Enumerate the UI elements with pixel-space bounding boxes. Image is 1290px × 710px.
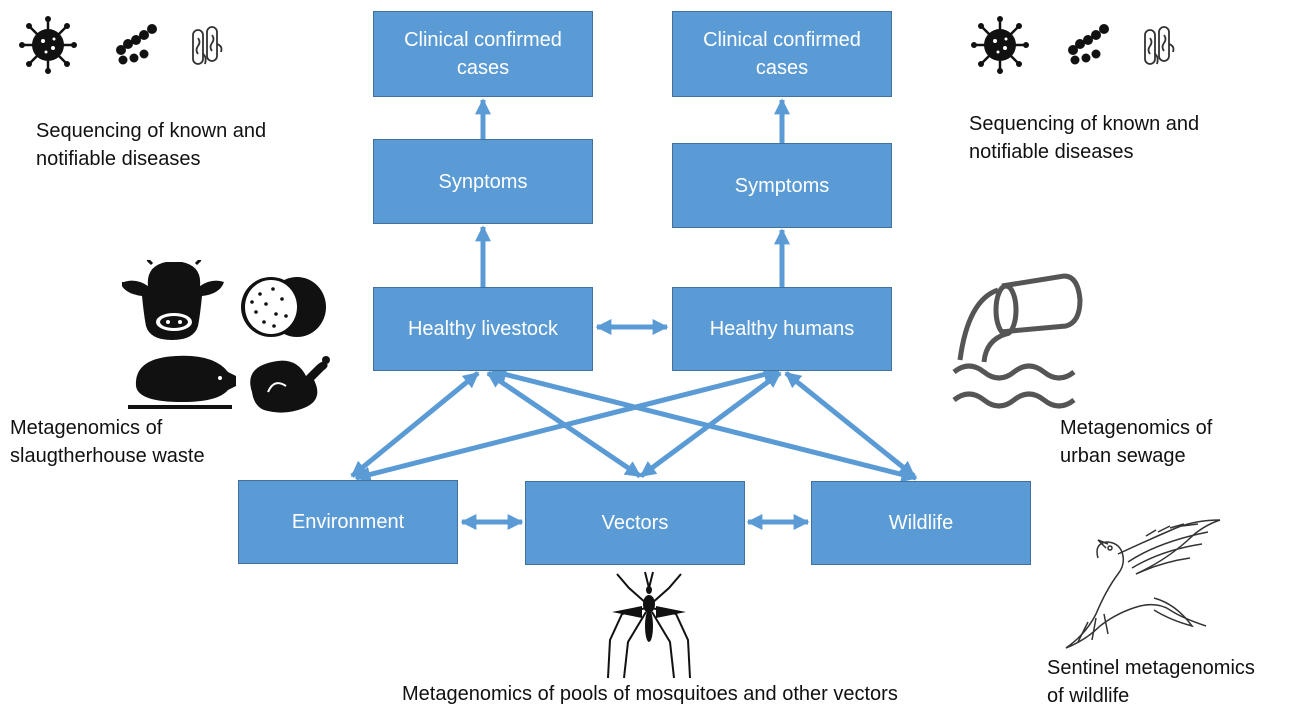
sequencing-note-right: Sequencing of known and notifiable disea… (969, 110, 1199, 166)
symptoms-livestock-box: Synptoms (373, 139, 593, 224)
symptoms-livestock-label: Synptoms (438, 170, 528, 193)
sequencing-note-right-line2: notifiable diseases (969, 141, 1134, 163)
sequencing-note-left: Sequencing of known and notifiable disea… (36, 117, 266, 173)
clinical-cases-humans-box: Clinical confirmed cases (672, 11, 892, 97)
cow-icon (122, 260, 224, 340)
clinical-cases-livestock-label: Clinical confirmed cases (404, 29, 562, 79)
arrow-humans-wildlife (784, 371, 916, 478)
healthy-livestock-box: Healthy livestock (373, 287, 593, 371)
vectors-label: Vectors (601, 512, 669, 534)
healthy-humans-label: Healthy humans (709, 318, 855, 340)
environment-label: Environment (291, 511, 405, 533)
bacteria-chain-icon (116, 24, 157, 65)
virus-icon (19, 16, 77, 74)
sewage-pipe-icon (952, 273, 1083, 409)
symptoms-humans-label: Symptoms (734, 174, 830, 197)
arrow-environment-humans (354, 366, 780, 483)
clinical-cases-humans-label: Clinical confirmed cases (703, 29, 861, 79)
wildlife-label: Wildlife (888, 512, 954, 534)
sewage-note: Metagenomics of urban sewage (1060, 414, 1212, 470)
symptoms-humans-box: Symptoms (672, 143, 892, 228)
pig-icon (128, 355, 236, 409)
healthy-humans-box: Healthy humans (672, 287, 892, 371)
arrow-vectors-humans (639, 370, 782, 479)
bird-icon (1065, 519, 1221, 649)
mosquito-icon (607, 571, 691, 679)
vectors-box: Vectors (525, 481, 745, 565)
wildlife-box: Wildlife (811, 481, 1031, 565)
clinical-cases-livestock-box: Clinical confirmed cases (373, 11, 593, 97)
bacillus-icon (1144, 26, 1175, 65)
vectors-pool-note-line: Metagenomics of pools of mosquitoes and … (402, 683, 898, 705)
wildlife-note-line2: of wildlife (1047, 685, 1130, 707)
wildlife-note: Sentinel metagenomics of wildlife (1047, 654, 1255, 710)
chicken-icon (250, 356, 330, 413)
sewage-note-line1: Metagenomics of (1060, 417, 1213, 439)
sequencing-note-left-line1: Sequencing of known and (36, 120, 267, 142)
wildlife-note-line1: Sentinel metagenomics (1047, 657, 1255, 679)
slaughterhouse-note: Metagenomics of slaugtherhouse waste (10, 414, 205, 470)
environment-box: Environment (238, 480, 458, 564)
vectors-pool-note: Metagenomics of pools of mosquitoes and … (402, 680, 898, 708)
sequencing-note-left-line2: notifiable diseases (36, 148, 201, 170)
virus-icon (971, 16, 1029, 74)
sausage-icon (241, 277, 326, 337)
slaughterhouse-note-line1: Metagenomics of (10, 417, 163, 439)
bacteria-chain-icon (1068, 24, 1109, 65)
bacillus-icon (192, 26, 223, 65)
healthy-livestock-label: Healthy livestock (407, 318, 559, 340)
slaughterhouse-note-line2: slaugtherhouse waste (10, 445, 205, 467)
sewage-note-line2: urban sewage (1060, 445, 1186, 467)
sequencing-note-right-line1: Sequencing of known and (969, 113, 1200, 135)
